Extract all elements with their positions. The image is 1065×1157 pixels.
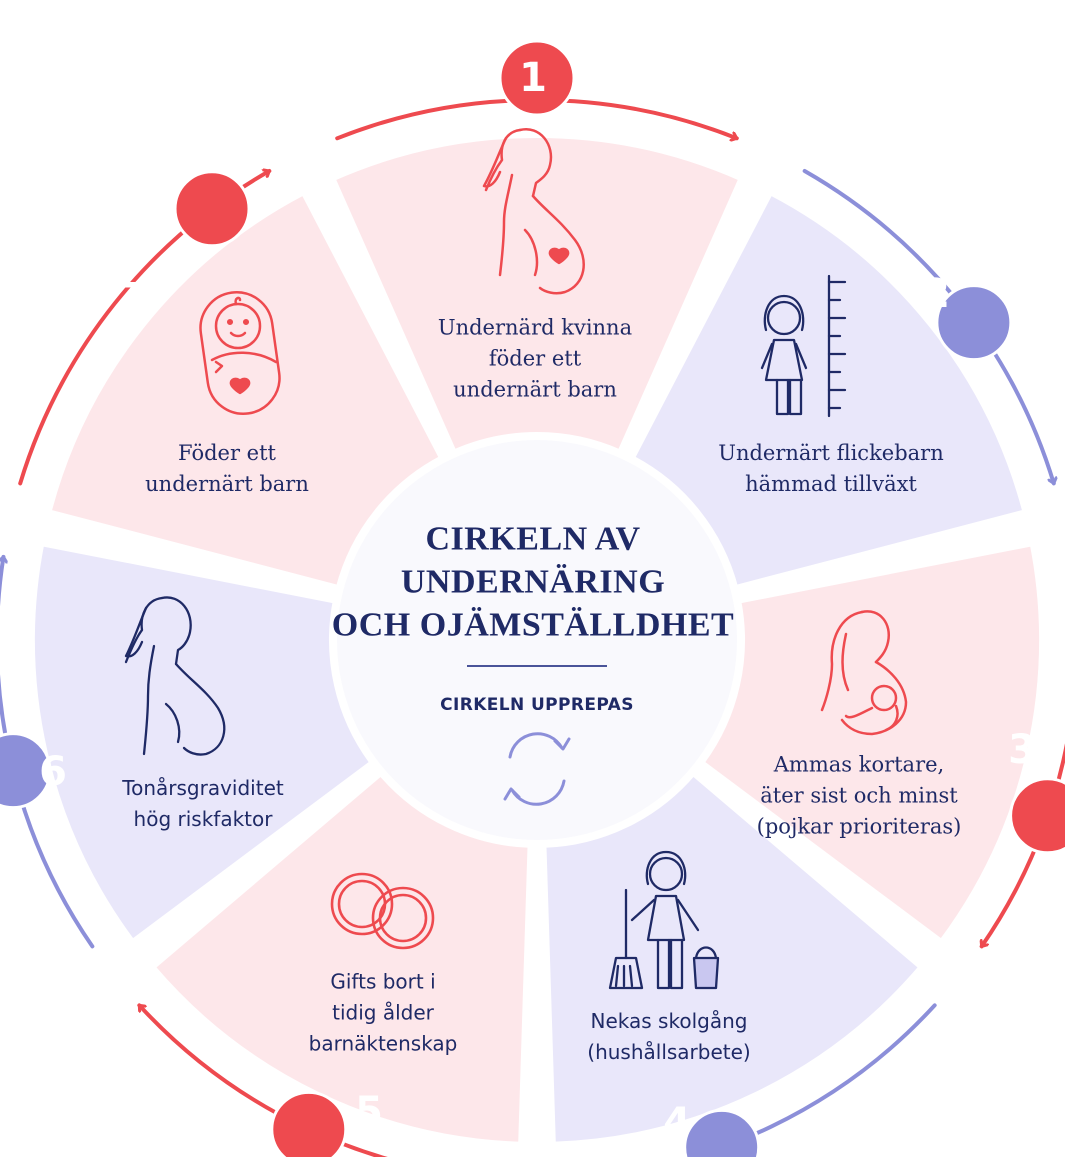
step-3-arrow [982,743,1065,949]
step-2-badge [935,284,1013,362]
step-5-number: 5 [355,1089,383,1135]
breastfeeding-mother-icon [820,610,908,736]
step-4-sector [540,769,925,1148]
step-3-number: 3 [1008,727,1036,773]
step-1-number: 1 [519,55,547,101]
step-7-number: 7 [115,275,143,321]
step-7-label: Föder ett undernärt barn [145,441,309,496]
step-4-label: Nekas skolgång (hushållsarbete) [587,1009,751,1064]
step-5-label: Gifts bort i tidig ålder barnäktenskap [308,969,458,1056]
swaddled-baby-icon [199,290,281,416]
center-hub [337,440,737,840]
step-3-sector [698,540,1045,946]
step-6-sector [29,540,376,946]
step-6-badge [0,732,52,810]
step-7-badge [173,170,251,248]
step-2-number: 2 [922,271,950,317]
step-2-label: Undernärt flickebarn hämmad tillväxt [718,441,944,496]
pregnant-woman-heart-icon [482,127,585,295]
step-5-badge [270,1090,348,1157]
step-4-arrow [685,1003,937,1157]
cycle-arrows-icon [503,732,571,806]
pregnant-teen-icon [124,596,226,756]
step-6-label: Tonårsgraviditet hög riskfaktor [122,776,284,831]
step-1-sector [329,132,745,456]
step-3-label: Ammas kortare, äter sist och minst (pojk… [756,752,962,839]
step-6-number: 6 [39,749,67,795]
girl-broom-bucket-icon [608,850,720,990]
step-4-number: 4 [663,1100,691,1146]
girl-height-chart-icon [760,274,847,418]
diagram-subtitle: CIRKELN UPPREPAS [440,695,634,715]
wedding-rings-icon [330,872,435,950]
step-1-badge [498,39,576,117]
step-3-badge [1009,777,1065,855]
diagram-title: CIRKELN AV UNDERNÄRING OCH OJÄMSTÄLLDHET [331,520,735,644]
step-1-label: Undernärd kvinna föder ett undernärt bar… [437,315,633,402]
step-4-badge [683,1108,761,1157]
step-5-sector [149,769,534,1148]
